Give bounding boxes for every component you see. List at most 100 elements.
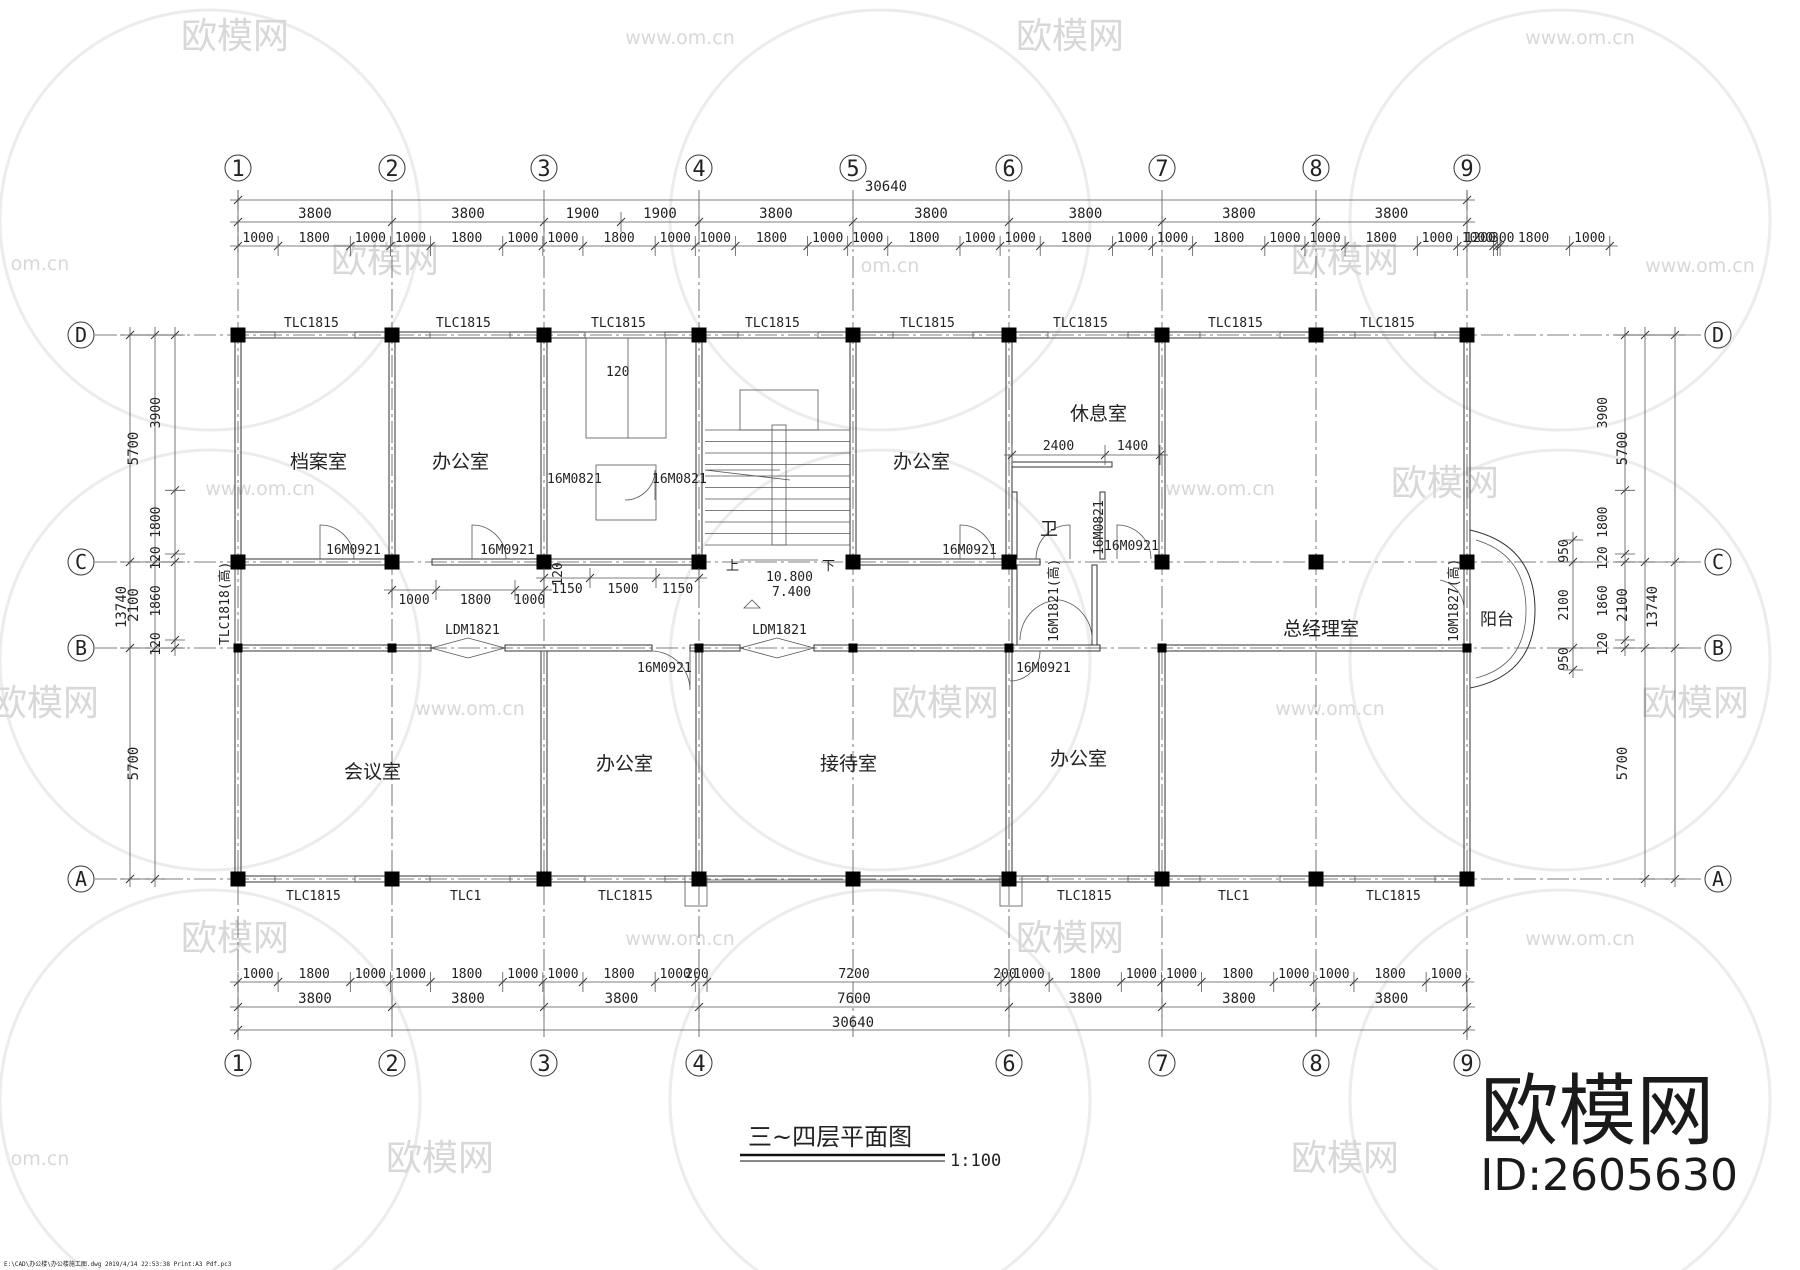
dim-left-inner: 1800 bbox=[149, 507, 164, 538]
dim-bottom-span: 3800 bbox=[298, 991, 332, 1007]
window-labels: TLC1815 TLC1815 TLC1815 TLC1815 TLC1815 … bbox=[217, 316, 1421, 904]
watermark-logo: 欧模网 bbox=[1391, 463, 1499, 504]
column bbox=[1462, 643, 1472, 653]
dim-rest: 2400 bbox=[1043, 439, 1074, 454]
room-office-2: 办公室 bbox=[893, 451, 950, 473]
watermark-logo: 欧模网 bbox=[1291, 1138, 1399, 1179]
room-wc: 卫 bbox=[1040, 519, 1058, 540]
dim-right-total: 13740 bbox=[1645, 586, 1661, 628]
grid-bubble bbox=[1148, 154, 1176, 182]
column bbox=[1004, 643, 1014, 653]
dim-top-detail: 1000 bbox=[1157, 231, 1188, 246]
dim-corridor: 1150 bbox=[551, 582, 582, 597]
dim-top-detail: 1000 bbox=[1462, 231, 1493, 246]
dim-top-span: 3800 bbox=[1375, 206, 1409, 222]
watermark-url: www.om.cn bbox=[1645, 255, 1755, 277]
column bbox=[1459, 554, 1475, 570]
dim-top-span: 3800 bbox=[298, 206, 332, 222]
door-label: LDM1821 bbox=[752, 623, 807, 638]
dim-top-detail: 1000 bbox=[1005, 231, 1036, 246]
dim-top-detail: 1000 bbox=[507, 231, 538, 246]
dim-top-span: 3800 bbox=[914, 206, 948, 222]
dim-corridor: 1000 bbox=[398, 593, 429, 608]
dim-top-detail: 1800 bbox=[1061, 231, 1092, 246]
stair-elev-1: 10.800 bbox=[766, 570, 813, 585]
watermark-url: om.cn bbox=[11, 253, 70, 275]
dim-bottom-small: 200 bbox=[993, 967, 1016, 982]
window-label-top: TLC1815 bbox=[591, 316, 646, 331]
grid-number-label: 1 bbox=[231, 1052, 244, 1077]
watermark-url: om.cn bbox=[861, 255, 920, 277]
dim-top-detail: 1000 bbox=[812, 231, 843, 246]
grid-bubble bbox=[1148, 1049, 1176, 1077]
window-label-top: TLC1815 bbox=[745, 316, 800, 331]
column bbox=[233, 643, 243, 653]
column bbox=[845, 871, 861, 887]
grid-bubble bbox=[685, 154, 713, 182]
dim-top-span: 3800 bbox=[1222, 206, 1256, 222]
watermark-url: www.om.cn bbox=[1525, 27, 1635, 49]
grid-bubble bbox=[995, 1049, 1023, 1077]
watermark-url: www.om.cn bbox=[625, 928, 735, 950]
grid-bubble bbox=[685, 1049, 713, 1077]
door-label: 16M0821 bbox=[547, 472, 602, 487]
door-labels: 16M0921 16M0921 16M0821 16M0821 16M0921 … bbox=[326, 472, 1462, 676]
brand-logo-text: 欧模网 bbox=[1480, 1067, 1715, 1157]
dim-right-inner: 120 bbox=[1596, 632, 1611, 655]
watermark-url: www.om.cn bbox=[1525, 928, 1635, 950]
balcony bbox=[1469, 529, 1536, 689]
watermark-logo: 欧模网 bbox=[1016, 918, 1124, 959]
dim-right-inner: 1800 bbox=[1596, 507, 1611, 538]
grid-letter-label: C bbox=[1712, 550, 1724, 574]
grid-bubble bbox=[67, 548, 95, 576]
grid-bubble bbox=[1453, 1049, 1481, 1077]
column bbox=[1001, 554, 1017, 570]
grid-bubble bbox=[67, 865, 95, 893]
column bbox=[845, 327, 861, 343]
room-rest: 休息室 bbox=[1070, 403, 1127, 425]
dim-bottom-detail: 1800 bbox=[603, 967, 634, 982]
column bbox=[1157, 643, 1167, 653]
stair-labels: 上 下 10.800 7.400 120 bbox=[606, 365, 835, 609]
room-gm: 总经理室 bbox=[1283, 618, 1359, 640]
dim-left-total: 13740 bbox=[114, 586, 130, 628]
dim-top-detail: 1000 bbox=[1422, 231, 1453, 246]
column bbox=[536, 871, 552, 887]
dim-top-detail: 1800 bbox=[603, 231, 634, 246]
watermark-logo: 欧模网 bbox=[891, 683, 999, 724]
grid-bubble bbox=[67, 321, 95, 349]
dim-left-inner: 3900 bbox=[149, 397, 164, 428]
grid-number-label: 4 bbox=[692, 1052, 705, 1077]
door-label: 16M0921 bbox=[326, 543, 381, 558]
dim-top-detail: 1000 bbox=[1309, 231, 1340, 246]
window-label-side: TLC1818(高) bbox=[217, 562, 233, 645]
dim-top-detail: 1000 bbox=[964, 231, 995, 246]
window-label-bottom: TLC1 bbox=[1218, 889, 1249, 904]
watermark-url: www.om.cn bbox=[1275, 698, 1385, 720]
column bbox=[384, 327, 400, 343]
dim-top-detail: 1000 bbox=[700, 231, 731, 246]
grid-bubble bbox=[530, 154, 558, 182]
watermark-url: www.om.cn bbox=[205, 478, 315, 500]
grid-number-label: 8 bbox=[1309, 157, 1322, 182]
dim-right-inner: 3900 bbox=[1596, 397, 1611, 428]
watermark-logo: 欧模网 bbox=[181, 16, 289, 57]
dim-top-detail: 1800 bbox=[299, 231, 330, 246]
drawing-scale: 1:100 bbox=[950, 1151, 1001, 1171]
column bbox=[1001, 327, 1017, 343]
grid-bubble bbox=[1704, 865, 1732, 893]
dim-balcony: 950 bbox=[1557, 539, 1572, 562]
dim-top-span: 3800 bbox=[759, 206, 793, 222]
dim-bottom-detail: 1000 bbox=[1431, 967, 1462, 982]
brand-id-text: ID:2605630 bbox=[1480, 1150, 1738, 1201]
column bbox=[536, 327, 552, 343]
grid-number-label: 5 bbox=[846, 157, 859, 182]
dim-balcony: 2100 bbox=[1557, 589, 1572, 620]
column bbox=[691, 554, 707, 570]
dim-bottom-detail: 1800 bbox=[299, 967, 330, 982]
dim-left-inner: 120 bbox=[149, 546, 164, 569]
dim-bottom-detail: 1000 bbox=[547, 967, 578, 982]
structural-columns bbox=[230, 327, 1475, 887]
dim-bottom-detail: 1000 bbox=[1278, 967, 1309, 982]
